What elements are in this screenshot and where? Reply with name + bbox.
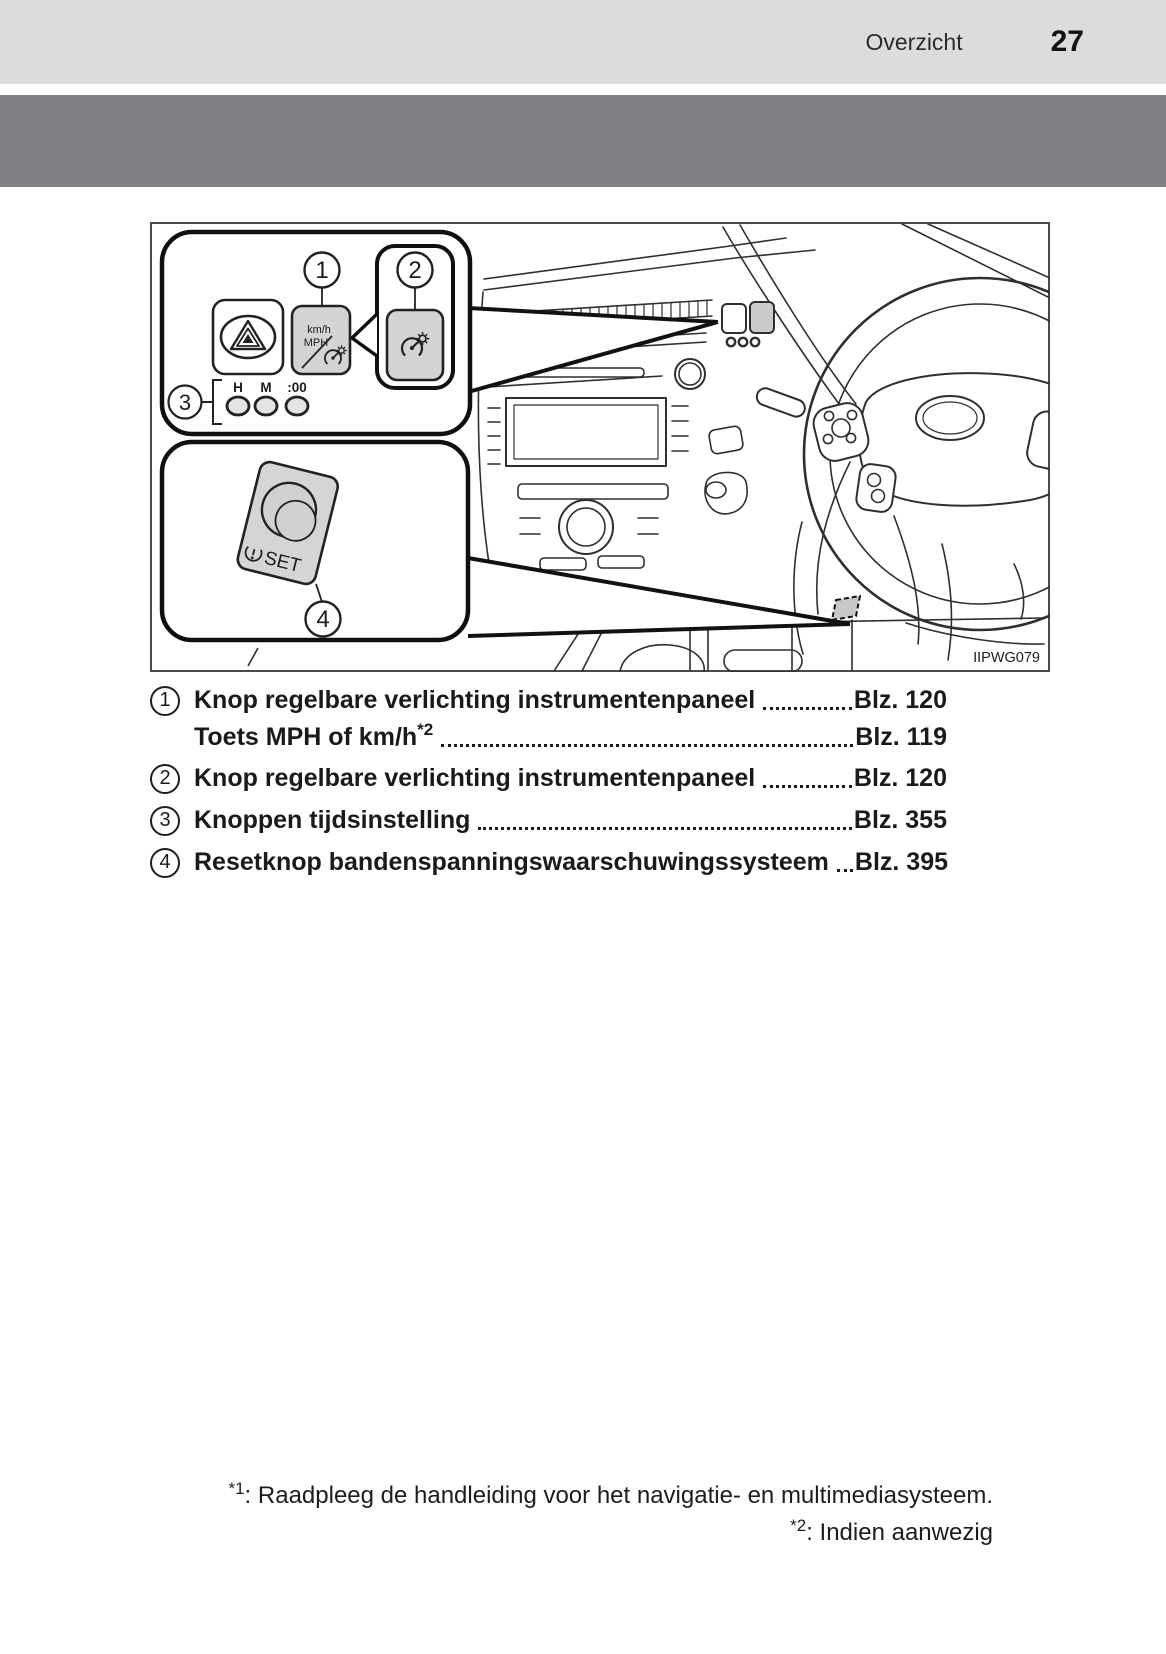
footnote-text: : Indien aanwezig — [806, 1519, 993, 1546]
item-page-ref: Blz. 355 — [853, 806, 947, 834]
item-footnote-ref: *2 — [417, 719, 434, 739]
item-label: Knop regelbare verlichting instrumentenp… — [194, 686, 756, 714]
dot-leader — [763, 707, 852, 710]
brightness-kmh-mph-button: km/h MPH — [290, 304, 352, 376]
dashboard-illustration: km/h MPH 1 2 H M :00 — [150, 222, 1050, 672]
callout-3-bracket — [201, 379, 222, 425]
list-item: 4 Resetknop bandenspanningswaarschuwings… — [150, 846, 949, 879]
steering-emblem — [915, 395, 985, 441]
footnote-marker: *1 — [228, 1479, 245, 1498]
dashboard-figure: km/h MPH 1 2 H M :00 — [150, 222, 1050, 672]
footnote-1: *1: Raadpleeg de handleiding voor het na… — [228, 1479, 993, 1510]
footnote-marker: *2 — [790, 1516, 807, 1535]
callout-circle-3 — [167, 384, 203, 420]
item-number-badge: 2 — [150, 763, 180, 794]
callout-number-2: 2 — [408, 257, 421, 284]
tick-mark — [247, 647, 259, 667]
figure-code: IIPWG079 — [973, 650, 1040, 666]
chapter-banner — [0, 95, 1166, 187]
callout-number-3: 3 — [179, 390, 191, 415]
list-item: 2 Knop regelbare verlichting instrumente… — [150, 762, 947, 795]
footnotes: *1: Raadpleeg de handleiding voor het na… — [228, 1479, 993, 1556]
page-header-bar: Overzicht 27 — [0, 0, 1166, 84]
dimmer-gauge-icon — [400, 332, 430, 357]
kmh-label: km/h — [307, 324, 331, 336]
dash-button-location-2 — [749, 301, 775, 334]
dimmer-gauge-icon — [324, 345, 347, 365]
hazard-button — [211, 298, 285, 376]
callout-circle-1 — [303, 251, 341, 289]
shift-lever — [704, 471, 748, 515]
list-item: 3 Knoppen tijdsinstelling Blz. 355 — [150, 804, 947, 837]
header-content: Overzicht 27 — [0, 0, 1084, 84]
clock-minute-label: M — [260, 380, 271, 395]
callout-circle-4 — [304, 600, 342, 638]
item-number-badge: 4 — [150, 847, 180, 878]
item-label: Knop regelbare verlichting instrumentenp… — [194, 764, 756, 792]
steering-switch-pod-left — [812, 402, 870, 462]
set-button-location-marker — [830, 594, 862, 622]
item-page-ref: Blz. 120 — [853, 764, 947, 792]
dot-leader — [441, 744, 854, 747]
clock-round-label: :00 — [287, 380, 307, 395]
dash-button-location-1 — [721, 303, 747, 334]
legend-list: 1 Knop regelbare verlichting instrumente… — [150, 684, 949, 879]
list-item: Toets MPH of km/h *2 Blz. 119 — [150, 719, 947, 754]
item-label: Resetknop bandenspanningswaarschuwingssy… — [194, 848, 829, 876]
clock-set-buttons: H M :00 — [225, 380, 310, 417]
audio-knob — [558, 499, 614, 555]
brightness-button — [385, 308, 445, 382]
page-number: 27 — [1050, 25, 1084, 58]
tpms-warning-icon — [244, 545, 263, 562]
item-label: Toets MPH of km/h — [194, 723, 418, 751]
callout-number-4: 4 — [316, 606, 329, 633]
item-page-ref: Blz. 395 — [854, 848, 949, 876]
dot-leader — [763, 785, 852, 788]
footnote-2: *2: Indien aanwezig — [228, 1516, 993, 1547]
item-page-ref: Blz. 119 — [855, 723, 947, 751]
item-label: Knoppen tijdsinstelling — [194, 806, 471, 834]
inner-box-pointer — [350, 312, 379, 358]
list-item: 1 Knop regelbare verlichting instrumente… — [150, 684, 947, 717]
footnote-text: : Raadpleeg de handleiding voor het navi… — [244, 1482, 993, 1509]
dot-leader — [836, 869, 853, 872]
callout-number-1: 1 — [315, 257, 328, 284]
callout-4-leader — [315, 583, 323, 603]
item-number-badge: 3 — [150, 805, 180, 836]
clock-hour-label: H — [233, 380, 243, 395]
callout-wedges — [467, 306, 851, 638]
dot-leader — [478, 827, 852, 830]
section-title: Overzicht — [865, 28, 963, 55]
steering-wheel-rim — [802, 276, 1050, 632]
navigation-screen — [505, 397, 667, 467]
item-number-badge: 1 — [150, 685, 180, 716]
tpms-set-button: SET — [236, 460, 340, 586]
item-page-ref: Blz. 120 — [853, 686, 947, 714]
a-pillar — [722, 226, 843, 409]
callout-circle-2 — [396, 251, 434, 289]
column-stalk — [755, 387, 806, 418]
